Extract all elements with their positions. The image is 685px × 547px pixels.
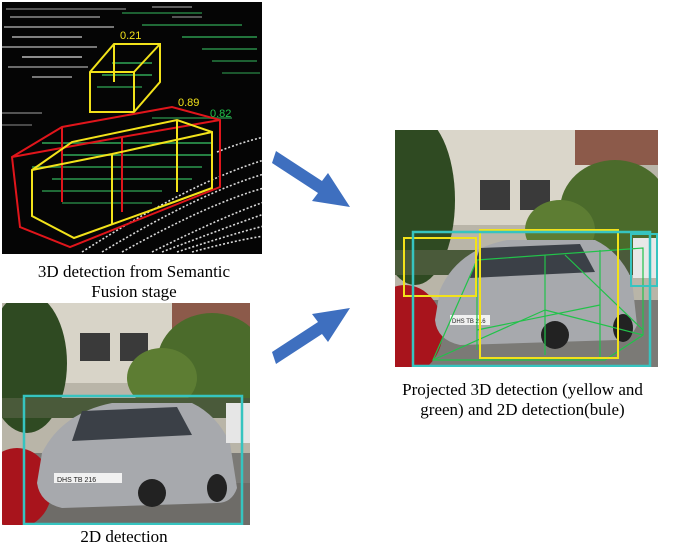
- cyan-2d-box-projected: [411, 230, 652, 367]
- projected-caption-line2: green) and 2D detection(bule): [420, 400, 625, 420]
- score-label-small: 0.21: [120, 30, 141, 42]
- detection-2d-panel: DHS TB 216: [2, 303, 250, 525]
- yellow-3d-box-small: [89, 43, 161, 113]
- yellow-3d-box-car: [31, 118, 213, 240]
- projected-caption: Projected 3D detection (yellow and green…: [360, 380, 685, 421]
- license-plate-projected: DHS TB 216: [452, 319, 486, 325]
- lidar-caption: 3D detection from Semantic Fusion stage: [0, 262, 268, 303]
- cyan-2d-box: [22, 394, 244, 525]
- projected-detection-panel: DHS TB 216: [395, 130, 658, 367]
- license-plate-2d: DHS TB 216: [57, 477, 96, 484]
- yellow-projected-box-car: [479, 229, 619, 359]
- detection-2d-caption: 2D detection: [80, 527, 168, 546]
- lidar-pointcloud-panel: 0.21 0.89 0.82: [2, 2, 262, 254]
- street-photo-2d: DHS TB 216: [2, 303, 250, 525]
- arrow-right-up-icon: [272, 308, 350, 364]
- ground-scan-lines: [81, 136, 262, 253]
- lidar-pointcloud-image: 0.21 0.89 0.82: [2, 2, 262, 254]
- white-point-cloud: [2, 6, 202, 126]
- yellow-projected-box-small: [403, 237, 477, 297]
- arrow-right-down-icon: [272, 151, 350, 207]
- street-photo-projected: DHS TB 216: [395, 130, 658, 367]
- green-projected-3d-box: [432, 247, 644, 361]
- projected-caption-line1: Projected 3D detection (yellow and: [402, 380, 643, 399]
- lidar-caption-line1: 3D detection from Semantic: [37, 262, 231, 281]
- lidar-caption-line2: Fusion stage: [91, 282, 177, 302]
- score-label-car-yellow: 0.89: [178, 97, 199, 109]
- score-label-car-green: 0.82: [210, 108, 231, 120]
- cyan-2d-box-right-car: [630, 233, 658, 287]
